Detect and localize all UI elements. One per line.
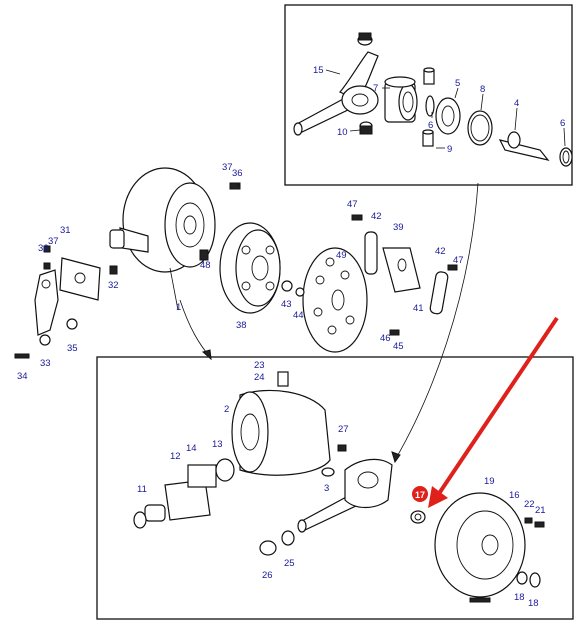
connector-top-to-stub — [394, 182, 479, 461]
label-33: 33 — [40, 358, 51, 369]
label-32: 32 — [108, 280, 119, 291]
label-37-left: 37 — [48, 236, 59, 247]
gasket-42-right — [429, 271, 449, 315]
detail-box-bottom — [96, 356, 574, 620]
label-38: 38 — [236, 320, 247, 331]
label-19: 19 — [484, 476, 495, 487]
label-16: 16 — [509, 490, 520, 501]
housing-2 — [231, 389, 331, 476]
bearing-housing-7 — [384, 76, 418, 123]
connector-arrowhead-2 — [201, 349, 212, 361]
label-43: 43 — [281, 299, 292, 310]
label-36-top: 36 — [232, 168, 243, 179]
bush-17 — [410, 510, 426, 524]
label-10: 10 — [337, 127, 348, 138]
bearing-5 — [435, 97, 461, 135]
detail-box-top — [284, 4, 573, 186]
label-44: 44 — [293, 310, 304, 321]
circlip-6 — [559, 147, 573, 167]
label-45: 45 — [393, 341, 404, 352]
label-21: 21 — [535, 505, 546, 516]
label-31: 31 — [60, 225, 71, 236]
label-46: 46 — [380, 333, 391, 344]
label-6-top: 6 — [428, 120, 433, 131]
label-17: 17 — [415, 490, 425, 500]
label-18-right: 18 — [528, 598, 539, 609]
label-2: 2 — [224, 404, 229, 415]
ring-8 — [467, 110, 493, 146]
connector-housing-to-box — [179, 299, 211, 358]
label-39: 39 — [393, 222, 404, 233]
highlight-arrow-shaft — [436, 316, 559, 497]
label-23: 23 — [254, 360, 265, 371]
label-8: 8 — [480, 84, 485, 95]
stub-axle-lower — [297, 458, 393, 533]
label-26: 26 — [262, 570, 273, 581]
shaft-4 — [498, 131, 550, 161]
housing-1 — [109, 167, 216, 273]
pin-6-top — [423, 67, 435, 85]
small-parts-bottom — [133, 371, 545, 603]
label-12: 12 — [170, 451, 181, 462]
label-9: 9 — [447, 144, 452, 155]
bush-10 — [359, 121, 373, 135]
label-3: 3 — [324, 483, 329, 494]
label-11: 11 — [137, 484, 147, 495]
label-42-right: 42 — [435, 246, 446, 257]
lever-33 — [34, 269, 59, 346]
small-parts-mid — [14, 182, 458, 359]
disc-49 — [302, 247, 368, 353]
label-41: 41 — [413, 303, 424, 314]
label-48: 48 — [200, 260, 211, 271]
bracket-39 — [382, 247, 421, 293]
connector-arrowhead — [391, 451, 401, 464]
seal-6 — [425, 95, 435, 117]
label-47-left: 47 — [347, 199, 358, 210]
label-1: 1 — [176, 302, 181, 313]
label-34: 34 — [17, 371, 28, 382]
label-27: 27 — [338, 424, 349, 435]
label-25: 25 — [284, 558, 295, 569]
stub-axle-15 — [293, 32, 379, 136]
label-22: 22 — [524, 499, 535, 510]
gasket-42-left — [364, 231, 378, 275]
label-49: 49 — [336, 250, 347, 261]
label-6-right: 6 — [560, 118, 565, 129]
label-37-top: 37 — [222, 162, 233, 173]
label-18-left: 18 — [514, 592, 525, 603]
label-7: 7 — [373, 83, 378, 94]
label-5: 5 — [455, 78, 460, 89]
label-13: 13 — [212, 439, 223, 450]
label-35: 35 — [67, 343, 78, 354]
highlight-marker-17 — [412, 486, 428, 502]
label-24: 24 — [254, 372, 265, 383]
label-4: 4 — [514, 98, 519, 109]
label-14: 14 — [186, 443, 197, 454]
pulley-38 — [219, 222, 281, 314]
label-47-right: 47 — [453, 255, 464, 266]
label-42-left: 42 — [371, 211, 382, 222]
label-36-left: 36 — [38, 243, 49, 254]
highlight-arrow-head — [428, 486, 448, 508]
cover-19 — [434, 492, 526, 598]
label-15: 15 — [313, 65, 324, 76]
pin-9 — [422, 129, 434, 147]
plate-31 — [59, 257, 101, 301]
